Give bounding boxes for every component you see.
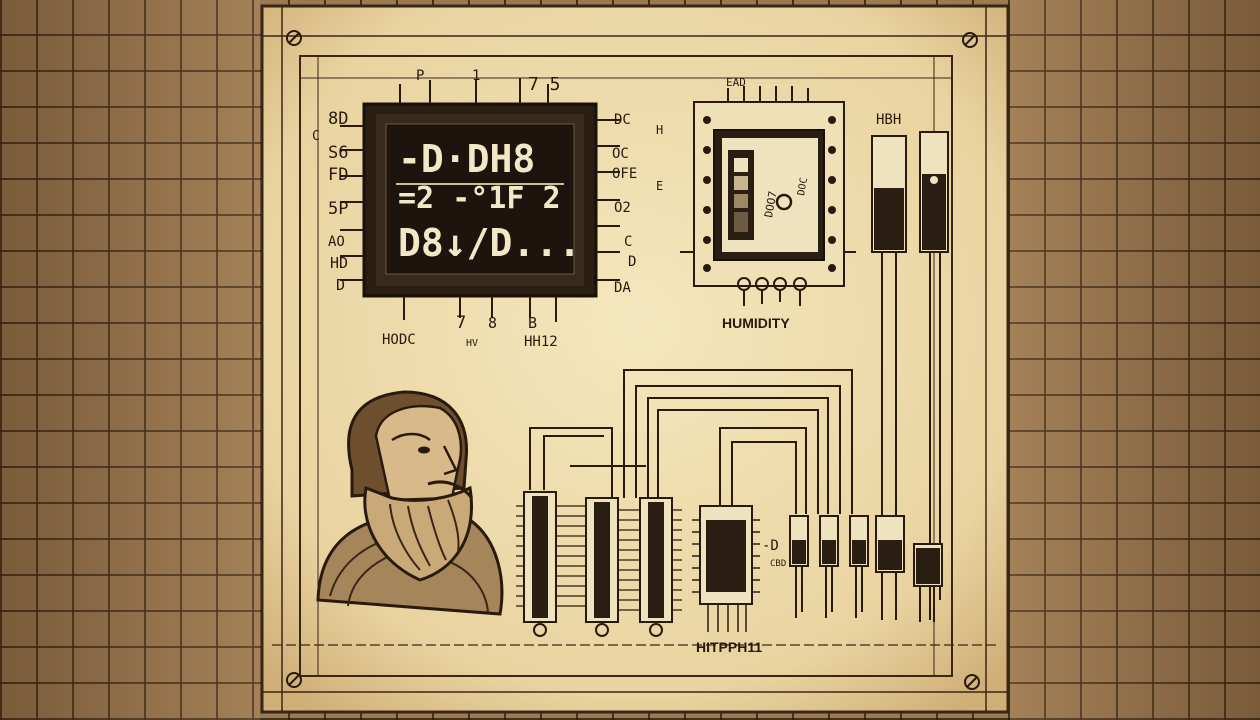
svg-text:8: 8: [488, 314, 497, 332]
corner-screw-icon: [286, 672, 302, 688]
header-pins: [516, 505, 682, 611]
background-right-grid: [1010, 0, 1260, 720]
lcd-line-2: =2 -°1F 2: [398, 181, 561, 216]
svg-text:DC: DC: [614, 112, 631, 128]
header-strip-3: [639, 497, 673, 637]
svg-text:OFE: OFE: [612, 166, 637, 182]
svg-text:HV: HV: [466, 338, 478, 349]
sensor-face-text-2: DOC: [796, 177, 810, 197]
header-strip-2: [585, 497, 619, 637]
connector-label: HBH: [876, 112, 901, 128]
svg-text:FD: FD: [328, 165, 348, 185]
corner-screw-icon: [964, 674, 980, 690]
humidity-sensor-module: DOO7 DOC EAD HUMIDITY: [680, 76, 856, 331]
header-strip-1: [523, 491, 557, 637]
svg-text:P: P: [416, 68, 424, 84]
svg-text:1: 1: [472, 68, 480, 84]
inner-frame: [299, 55, 953, 677]
svg-text:DA: DA: [614, 280, 631, 296]
wiring: [529, 369, 853, 514]
svg-text:5P: 5P: [328, 199, 348, 219]
svg-text:AO: AO: [328, 234, 345, 250]
engraved-portrait: [316, 390, 504, 616]
svg-text:S6: S6: [328, 143, 348, 163]
chip-label: -D: [762, 538, 779, 554]
svg-text:HH12: HH12: [524, 334, 558, 350]
right-connector-column: HBH: [871, 112, 949, 620]
svg-text:B: B: [528, 314, 537, 332]
svg-text:D: D: [336, 276, 345, 294]
lcd-line-3: D8↓/D...: [398, 221, 581, 265]
sensor-caption: HUMIDITY: [722, 315, 790, 331]
chip-bottom-caption: HITPPH11: [696, 639, 762, 655]
svg-text:E: E: [656, 179, 663, 193]
chip-sub-label: CBD: [770, 559, 786, 569]
svg-text:OC: OC: [612, 146, 629, 162]
center-ic-chip: -D CBD HITPPH11: [692, 505, 786, 655]
background-left-grid: [0, 0, 260, 720]
svg-text:C: C: [312, 129, 320, 144]
svg-text:HODC: HODC: [382, 332, 416, 348]
sensor-top-label: EAD: [726, 76, 746, 89]
lcd-display-module: -D·DH8 =2 -°1F 2 D8↓/D...: [340, 78, 620, 322]
sensor-face-text-1: DOO7: [762, 190, 779, 218]
svg-text:D: D: [628, 254, 636, 270]
svg-text:C: C: [624, 234, 632, 250]
svg-text:HD: HD: [330, 254, 348, 272]
corner-screw-icon: [962, 32, 978, 48]
corner-screw-icon: [286, 30, 302, 46]
svg-text:7 5: 7 5: [528, 74, 561, 95]
svg-text:O2: O2: [614, 200, 631, 216]
svg-text:H: H: [656, 123, 663, 137]
transistor-row: [789, 515, 943, 622]
svg-text:7: 7: [456, 313, 466, 333]
lcd-line-1: -D·DH8: [398, 137, 535, 181]
lcd-pin-labels: P 1 7 5 8D C S6 FD 5P AO HD D DC H OC OF…: [312, 68, 663, 350]
svg-text:8D: 8D: [328, 109, 348, 129]
